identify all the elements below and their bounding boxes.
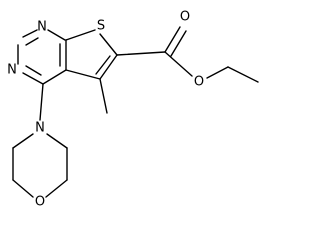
bond-carbonyl-ester-o xyxy=(164,51,193,77)
thiophene-ring xyxy=(65,29,118,80)
atom-n-morpholine: N xyxy=(35,121,45,136)
atom-s: S xyxy=(97,19,105,34)
bond-c4-c4a xyxy=(42,69,67,85)
morpholine-ring xyxy=(12,133,68,198)
atom-n1: N xyxy=(37,20,47,35)
bond-n1-c2 xyxy=(22,29,38,38)
bond-c7a-s xyxy=(65,29,96,41)
bond-morph-c4-n xyxy=(46,133,68,149)
bond-methyl xyxy=(99,78,108,114)
bond-ch2-ch3 xyxy=(227,66,259,83)
bond-c6-c5 xyxy=(99,54,118,80)
bond-n1-c7a xyxy=(47,29,66,41)
bond-morph-o-c3 xyxy=(45,179,68,198)
chemical-structure: N N S O O N O xyxy=(7,10,259,210)
bond-n3-c4 xyxy=(22,72,44,85)
pyrimidine-ring xyxy=(17,29,67,85)
bond-carbonyl-o-double-a xyxy=(164,26,181,53)
bond-c5-c4a xyxy=(65,69,101,80)
atom-o-ester: O xyxy=(194,75,204,90)
bond-c6-c5-double xyxy=(95,55,111,75)
ethyl-ester xyxy=(116,26,259,83)
bond-n3-c4-double xyxy=(25,65,42,76)
bond-c4-morpholine-n xyxy=(39,83,44,121)
bond-morph-c2-o xyxy=(12,179,34,198)
bond-c6-carbonyl xyxy=(116,51,166,56)
bond-ester-o-ch2 xyxy=(206,66,229,79)
bond-c2-n1-double xyxy=(25,37,39,46)
atom-o-carbonyl: O xyxy=(180,10,190,25)
bond-morph-n-c1 xyxy=(12,133,34,149)
bond-carbonyl-o-double-b xyxy=(170,30,187,57)
bond-s-c6 xyxy=(99,33,118,56)
atom-n3: N xyxy=(7,63,17,78)
atom-o-morpholine: O xyxy=(35,195,45,210)
